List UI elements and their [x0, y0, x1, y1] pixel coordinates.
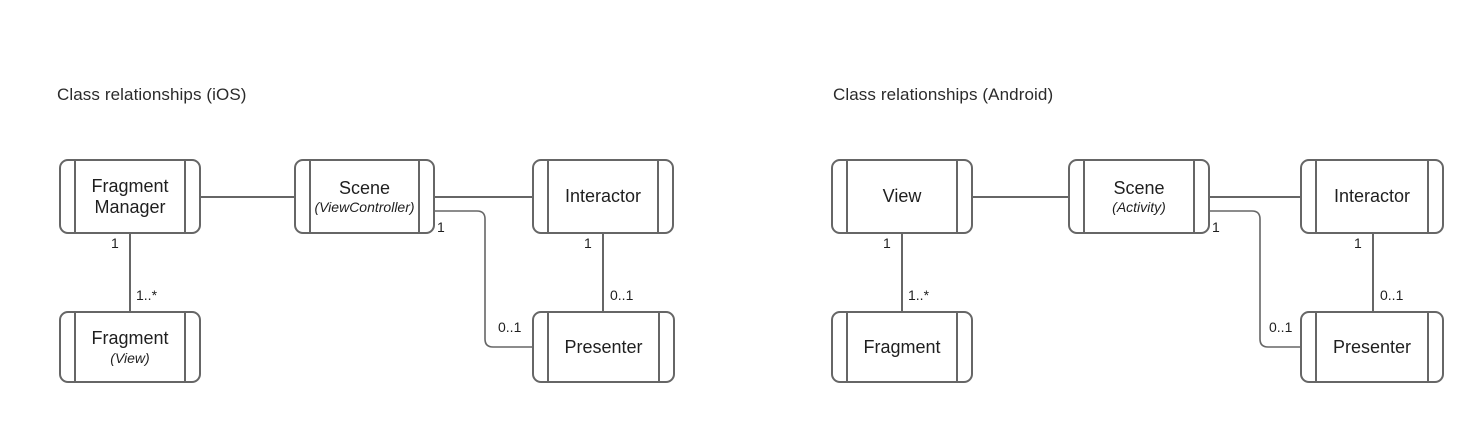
node-presenter[interactable]: Presenter	[1300, 310, 1444, 384]
node-scene[interactable]: Scene (Activity)	[1068, 158, 1210, 235]
panel-ios: Class relationships (iOS) 1 1..* 1 0..1 …	[57, 85, 675, 384]
node-sublabel: (View)	[110, 349, 150, 366]
node-label: Presenter	[1332, 336, 1412, 357]
node-sublabel: (Activity)	[1112, 199, 1166, 216]
node-sublabel: (ViewController)	[314, 199, 415, 216]
multiplicity-view-1: 1	[883, 235, 891, 251]
link-view-fragment	[901, 234, 903, 313]
link-scene-presenter	[433, 210, 534, 348]
node-label: Interactor	[1333, 186, 1411, 207]
link-fragmentmanager-scene	[199, 196, 299, 198]
node-interactor[interactable]: Interactor	[532, 158, 674, 235]
node-label: Scene	[1113, 177, 1165, 198]
node-scene[interactable]: Scene (ViewController)	[294, 158, 435, 235]
multiplicity-fragment-1star: 1..*	[136, 287, 158, 303]
link-scene-interactor	[434, 196, 535, 198]
node-label: Fragment	[863, 336, 941, 357]
node-fragment[interactable]: Fragment (View)	[59, 310, 201, 384]
node-view[interactable]: View	[831, 158, 973, 235]
panel-android: Class relationships (Android) 1 1..* 1 0…	[775, 0, 1484, 423]
node-label: Scene	[338, 177, 391, 198]
panel-title-ios: Class relationships (iOS)	[57, 85, 247, 104]
multiplicity-scene-1: 1	[437, 219, 445, 235]
link-scene-presenter	[1208, 210, 1301, 348]
node-presenter[interactable]: Presenter	[532, 310, 675, 384]
multiplicity-fragment-1star: 1..*	[908, 287, 930, 303]
node-label: View	[882, 186, 922, 207]
multiplicity-scene-1: 1	[1212, 219, 1220, 235]
link-scene-interactor	[1209, 196, 1301, 198]
node-label: Presenter	[564, 336, 643, 357]
multiplicity-fragmentmanager-1: 1	[111, 235, 119, 251]
multiplicity-presenter-01: 0..1	[610, 287, 634, 303]
node-interactor[interactable]: Interactor	[1300, 158, 1444, 235]
node-fragment[interactable]: Fragment	[831, 310, 973, 384]
multiplicity-scene-presenter-01: 0..1	[1269, 319, 1293, 335]
node-label: Fragment	[91, 328, 169, 349]
panel-title-android: Class relationships (Android)	[833, 85, 1054, 104]
multiplicity-scene-presenter-01: 0..1	[498, 319, 522, 335]
multiplicity-interactor-1: 1	[1354, 235, 1362, 251]
link-view-scene	[972, 196, 1069, 198]
multiplicity-presenter-01: 0..1	[1380, 287, 1404, 303]
node-label: Interactor	[564, 186, 642, 207]
multiplicity-interactor-1: 1	[584, 235, 592, 251]
link-interactor-presenter	[602, 234, 604, 313]
link-fragmentmanager-fragment	[129, 234, 131, 313]
link-interactor-presenter	[1372, 234, 1374, 313]
